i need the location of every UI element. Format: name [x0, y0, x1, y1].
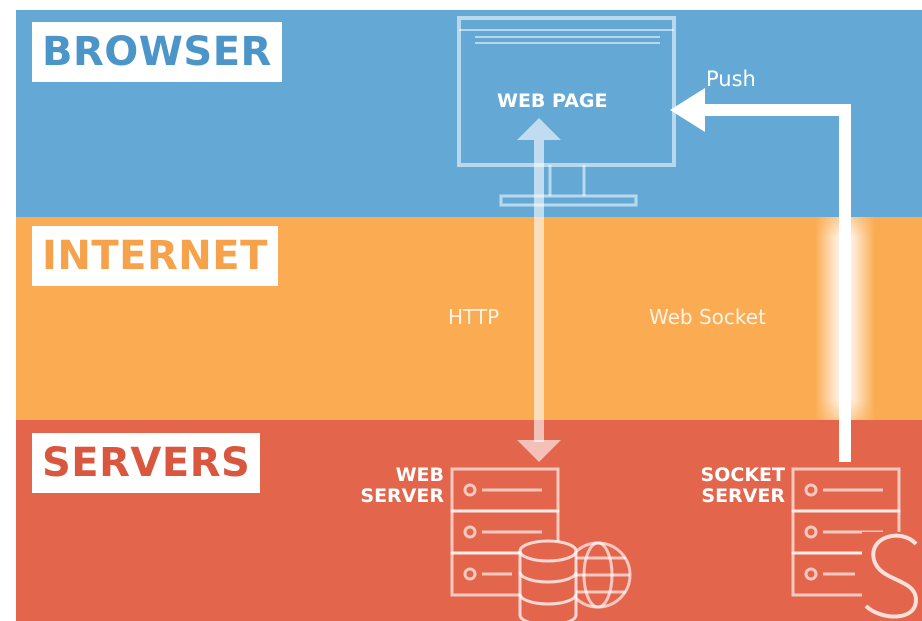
web-socket-channel: [815, 217, 875, 420]
http-arrow: [517, 118, 561, 462]
browser-layer-label: BROWSER: [32, 22, 282, 82]
socket-s-icon: [862, 532, 922, 621]
servers-layer-label: SERVERS: [32, 433, 261, 493]
web-socket-label: Web Socket: [649, 305, 766, 329]
web-server-label-line2: SERVER: [360, 485, 444, 507]
database-icon: [518, 539, 578, 621]
socket-server-label: SOCKET SERVER: [701, 465, 785, 507]
internet-layer-label: INTERNET: [32, 226, 278, 286]
socket-server-label-line1: SOCKET: [700, 464, 785, 486]
push-label: Push: [706, 67, 756, 91]
web-server-label: WEB SERVER: [360, 465, 444, 507]
web-page-label: WEB PAGE: [497, 90, 608, 112]
web-server-label-line1: WEB: [395, 464, 444, 486]
socket-server-label-line2: SERVER: [701, 485, 785, 507]
http-label: HTTP: [448, 305, 500, 329]
monitor-icon: [457, 16, 676, 207]
